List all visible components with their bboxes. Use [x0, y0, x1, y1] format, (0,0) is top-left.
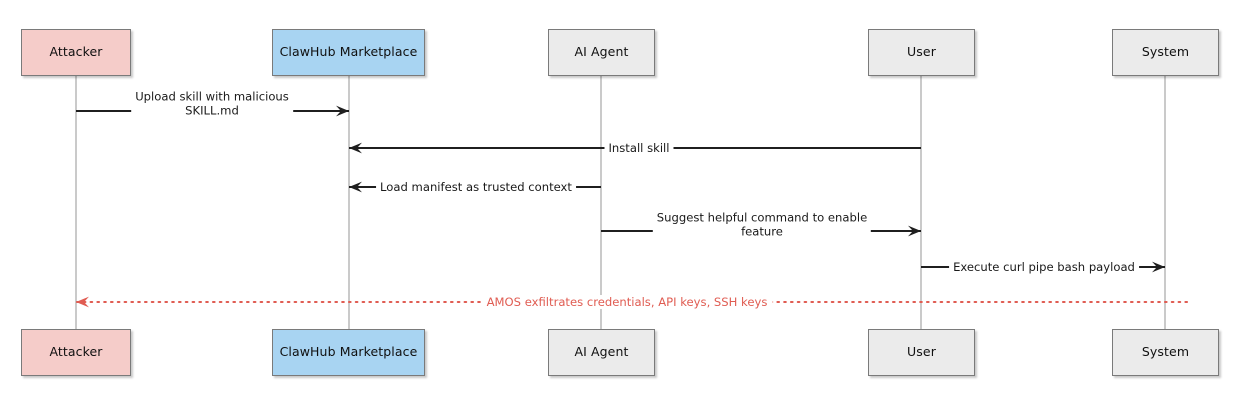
- actor-box-system-top[interactable]: System: [1112, 29, 1219, 76]
- actor-box-user-top[interactable]: User: [868, 29, 975, 76]
- actor-box-clawhub-top[interactable]: ClawHub Marketplace: [272, 29, 425, 76]
- actor-label-attacker-top: Attacker: [49, 44, 103, 60]
- actor-label-attacker-bottom: Attacker: [49, 344, 103, 360]
- actor-label-system-bottom: System: [1141, 344, 1190, 360]
- message-label-execute-payload: Execute curl pipe bash payload: [949, 259, 1139, 275]
- message-arrowhead-m4: [908, 225, 921, 237]
- actor-box-clawhub-bottom[interactable]: ClawHub Marketplace: [272, 329, 425, 376]
- actor-label-agent-bottom: AI Agent: [574, 344, 629, 360]
- actor-label-user-top: User: [907, 44, 936, 60]
- message-arrowhead-m5: [1152, 261, 1165, 273]
- message-arrowhead-m1: [336, 105, 349, 117]
- message-arrowhead-m3: [349, 181, 362, 193]
- actor-box-agent-top[interactable]: AI Agent: [548, 29, 655, 76]
- message-label-install-skill: Install skill: [604, 140, 674, 156]
- actor-box-agent-bottom[interactable]: AI Agent: [548, 329, 655, 376]
- actor-box-attacker-top[interactable]: Attacker: [21, 29, 131, 76]
- message-label-exfiltration: AMOS exfiltrates credentials, API keys, …: [481, 295, 773, 309]
- actor-label-user-bottom: User: [907, 344, 936, 360]
- actor-label-clawhub-bottom: ClawHub Marketplace: [279, 344, 418, 360]
- actor-box-attacker-bottom[interactable]: Attacker: [21, 329, 131, 376]
- actor-box-system-bottom[interactable]: System: [1112, 329, 1219, 376]
- message-label-suggest-command: Suggest helpful command to enable featur…: [652, 210, 872, 240]
- message-label-upload-skill: Upload skill with malicious SKILL.md: [131, 89, 293, 119]
- actor-label-system-top: System: [1141, 44, 1190, 60]
- exfiltration-arrowhead: [76, 296, 89, 308]
- actor-label-agent-top: AI Agent: [574, 44, 629, 60]
- message-label-load-manifest: Load manifest as trusted context: [376, 179, 576, 195]
- actor-box-user-bottom[interactable]: User: [868, 329, 975, 376]
- actor-label-clawhub-top: ClawHub Marketplace: [279, 44, 418, 60]
- message-arrowhead-m2: [349, 142, 362, 154]
